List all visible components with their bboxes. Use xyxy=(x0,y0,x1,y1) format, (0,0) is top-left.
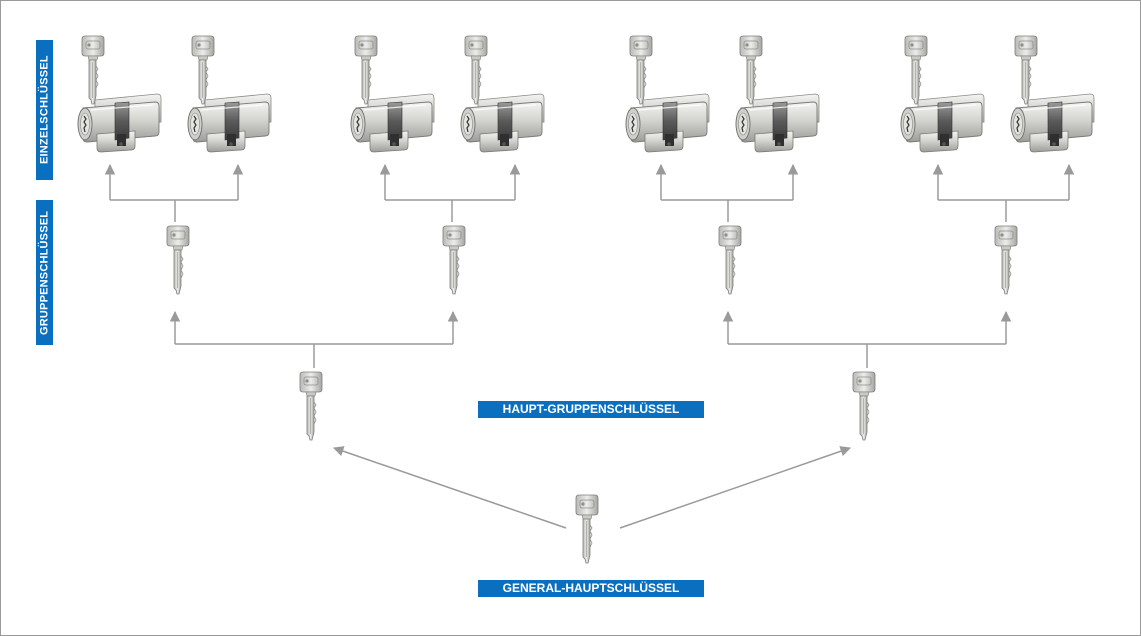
einzel-key-icon-1 xyxy=(81,35,105,105)
gruppen-key-icon-1 xyxy=(166,225,190,295)
einzel-key-icon-2 xyxy=(191,35,215,105)
einzel-cylinder-icon-2 xyxy=(187,93,272,153)
gruppen-key-icon-4 xyxy=(994,225,1018,295)
einzel-cylinder-icon-8 xyxy=(1010,93,1095,153)
einzel-key-icon-7 xyxy=(904,35,928,105)
cylinders-layer xyxy=(77,93,1095,153)
einzel-cylinder-icon-5 xyxy=(625,93,710,153)
einzelschluessel-label: EINZELSCHLÜSSEL xyxy=(36,40,53,180)
einzel-key-icon-3 xyxy=(354,35,378,105)
connector-general-left xyxy=(333,446,567,529)
connector-lines xyxy=(104,163,1075,529)
gruppenschluessel-label: GRUPPENSCHLÜSSEL xyxy=(36,200,53,345)
haupt-gruppenschluessel-label: HAUPT-GRUPPENSCHLÜSSEL xyxy=(478,401,704,418)
keys-layer xyxy=(81,35,1038,564)
einzel-cylinder-icon-6 xyxy=(735,93,820,153)
haupt-gruppen-key-icon-2 xyxy=(852,371,876,441)
einzel-key-icon-5 xyxy=(629,35,653,105)
einzel-key-icon-8 xyxy=(1014,35,1038,105)
einzel-cylinder-icon-1 xyxy=(77,93,162,153)
einzel-cylinder-icon-4 xyxy=(460,93,545,153)
einzel-key-icon-6 xyxy=(739,35,763,105)
einzel-cylinder-icon-7 xyxy=(900,93,985,153)
general-hauptschluessel-label: GENERAL-HAUPTSCHLÜSSEL xyxy=(478,580,704,597)
connector-general-right xyxy=(619,446,851,529)
gruppen-key-icon-3 xyxy=(718,225,742,295)
einzel-key-icon-4 xyxy=(464,35,488,105)
gruppen-key-icon-2 xyxy=(442,225,466,295)
einzel-cylinder-icon-3 xyxy=(350,93,435,153)
general-key-icon xyxy=(575,494,599,564)
haupt-gruppen-key-icon-1 xyxy=(299,371,323,441)
